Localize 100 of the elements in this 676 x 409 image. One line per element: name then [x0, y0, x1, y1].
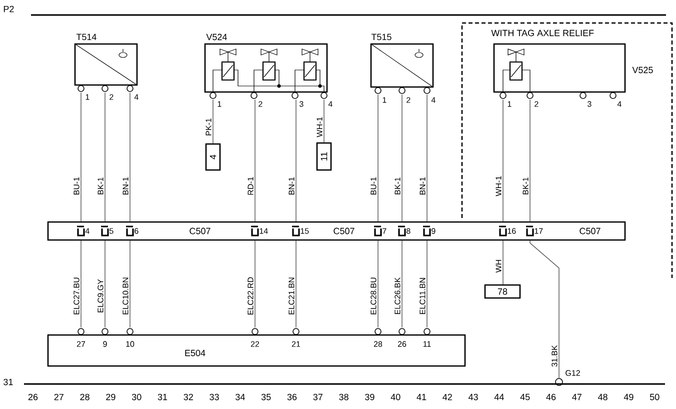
node-label: T514 [76, 34, 96, 40]
wire-label: ELC22.RD [247, 276, 254, 316]
wire [426, 240, 428, 328]
grid-number: 26 [28, 394, 38, 400]
pin-number: 8 [406, 228, 410, 234]
pin-number: 7 [382, 228, 386, 234]
grid-number: 41 [416, 394, 426, 400]
wire-label: BU-1 [73, 176, 80, 196]
terminal-box: 78 [484, 284, 521, 299]
grid-number: 27 [54, 394, 64, 400]
grid-number: 35 [261, 394, 271, 400]
pin-number: 15 [300, 228, 309, 234]
pin-number: 4 [328, 101, 332, 107]
pin-number: 2 [534, 101, 538, 107]
grid-number: 45 [520, 394, 530, 400]
pin-number: 5 [110, 228, 114, 234]
grid-number: 30 [132, 394, 142, 400]
wire-label: BN-1 [419, 176, 426, 196]
grid-number: 47 [572, 394, 582, 400]
pin-number: 16 [508, 228, 516, 234]
grid-number: 40 [390, 394, 400, 400]
grid-number: 38 [339, 394, 348, 400]
pin-number: 21 [292, 341, 300, 347]
wire-label: BN-1 [288, 176, 295, 196]
grid-number: 43 [468, 394, 478, 400]
wire-label: WH-1 [495, 175, 502, 197]
terminal-box: 4 [205, 143, 221, 171]
wire [212, 99, 214, 144]
grid-number: 37 [313, 394, 322, 400]
pin-number: 2 [406, 97, 410, 103]
pin-number: 3 [588, 101, 592, 107]
pin-number: 1 [86, 94, 90, 100]
pin-number: 9 [432, 228, 436, 234]
grid-number: 44 [494, 394, 504, 400]
valve-box: V525 [493, 43, 653, 99]
pin-number: 4 [134, 94, 138, 100]
wire-label: PK-1 [205, 118, 212, 136]
wire-label: ELC27.BU [73, 276, 80, 316]
grid-number: 42 [442, 394, 452, 400]
rail-label: P2 [4, 6, 14, 12]
wire-label: ELC26.BK [394, 276, 401, 316]
wire-label: 31.BK [551, 344, 558, 368]
wire-label: BK-1 [522, 176, 529, 196]
wire [254, 240, 256, 328]
sensor-box: T514 [74, 34, 138, 92]
pin-number: 28 [374, 341, 382, 347]
grid-number: 28 [80, 394, 90, 400]
pin-number: 6 [134, 228, 138, 234]
pin-number: 27 [76, 341, 86, 347]
grid-number: 46 [546, 394, 556, 400]
wire-label: BU-1 [370, 176, 377, 196]
wire-label: BK-1 [394, 176, 401, 196]
grid-number: 33 [210, 394, 219, 400]
pin-number: 14 [260, 228, 268, 234]
pin-number: 1 [218, 101, 222, 107]
grid-number: 49 [624, 394, 634, 400]
sensor-box: T515 [370, 34, 434, 94]
wire-label: BK-1 [97, 176, 104, 196]
wire [80, 240, 82, 328]
pin-number: 22 [250, 341, 260, 347]
wire-label: BN-1 [122, 176, 129, 196]
grid-number: 39 [365, 394, 374, 400]
terminal-box: 11 [316, 142, 332, 171]
wire [502, 99, 504, 222]
node-label: V524 [206, 34, 227, 40]
pin-number: 4 [431, 97, 436, 103]
rail-label: 31 [4, 378, 13, 386]
wire-label: ELC9.GY [97, 278, 104, 314]
pin-number: 9 [103, 341, 107, 347]
pin-number: 11 [423, 341, 431, 347]
pin-number: 1 [382, 97, 386, 103]
wire-label: ELC10.BN [122, 276, 129, 316]
wire-label: WH [495, 258, 502, 274]
wire [254, 99, 256, 222]
grid-number: 31 [158, 394, 168, 400]
wire [80, 92, 82, 222]
pin-number: 2 [258, 101, 262, 107]
grid-number: 48 [598, 394, 608, 400]
wire [502, 240, 504, 285]
wire-label: ELC21.BN [288, 276, 295, 316]
pin-number: 3 [300, 101, 304, 107]
pin-number: 4 [85, 228, 90, 234]
node-label: V525 [632, 66, 653, 74]
grid-number: 36 [287, 394, 297, 400]
wire [426, 94, 428, 222]
pin-number: 4 [617, 101, 622, 107]
pin-number: 2 [110, 94, 114, 100]
grid-number: 34 [236, 394, 245, 400]
grid-number: 32 [184, 394, 193, 400]
grid-number: 50 [650, 394, 660, 400]
pin-number: 1 [508, 101, 512, 107]
pin-number: 10 [126, 341, 134, 347]
node-label: T515 [371, 34, 392, 40]
wire-label: WH-1 [316, 116, 323, 138]
grid-number: 29 [106, 394, 116, 400]
wire-label: RD-1 [247, 176, 254, 196]
valve-box: V524 [204, 34, 328, 99]
wire-label: ELC11.BN [419, 276, 426, 316]
wire-label: ELC28.BU [370, 276, 377, 316]
pin-number: 26 [398, 341, 406, 347]
